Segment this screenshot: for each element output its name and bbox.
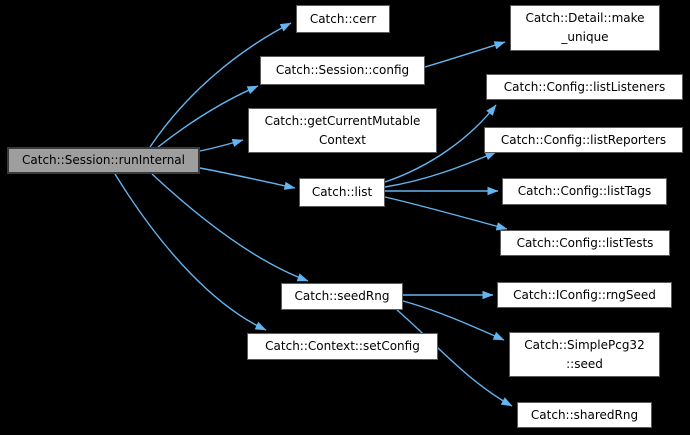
node-cerr[interactable]: Catch::cerr bbox=[296, 5, 390, 33]
node-simplepcg32-seed[interactable]: Catch::SimplePcg32 ::seed bbox=[509, 332, 660, 377]
edge-runinternal-getctx bbox=[199, 138, 244, 152]
edge-runinternal-cerr bbox=[149, 22, 292, 148]
node-config-list-tests[interactable]: Catch::Config::listTests bbox=[500, 230, 670, 256]
node-config-list-tags[interactable]: Catch::Config::listTags bbox=[502, 178, 667, 205]
node-shared-rng[interactable]: Catch::sharedRng bbox=[517, 402, 652, 428]
node-config-list-reporters[interactable]: Catch::Config::listReporters bbox=[484, 127, 683, 153]
edge-config-makeunique bbox=[424, 41, 506, 68]
edge-runinternal-setconfig bbox=[114, 173, 267, 331]
edge-list-listtests bbox=[384, 196, 508, 231]
edge-runinternal-seedrng bbox=[151, 173, 309, 282]
node-list[interactable]: Catch::list bbox=[299, 178, 385, 207]
edge-seedrng-pcg32seed bbox=[402, 300, 505, 341]
node-config-list-listeners[interactable]: Catch::Config::listListeners bbox=[486, 74, 683, 100]
edge-runinternal-config bbox=[157, 85, 259, 148]
node-iconfig-rng-seed[interactable]: Catch::IConfig::rngSeed bbox=[497, 282, 672, 308]
node-session-runinternal[interactable]: Catch::Session::runInternal bbox=[7, 147, 200, 174]
node-detail-make-unique[interactable]: Catch::Detail::make _unique bbox=[510, 5, 660, 51]
node-context-set-config[interactable]: Catch::Context::setConfig bbox=[247, 333, 438, 360]
node-seed-rng[interactable]: Catch::seedRng bbox=[281, 283, 403, 310]
node-session-config[interactable]: Catch::Session::config bbox=[260, 56, 425, 85]
edge-list-listreporters bbox=[384, 151, 497, 188]
edge-seedrng-sharedrng bbox=[396, 309, 513, 407]
edge-list-listlisteners bbox=[384, 104, 497, 183]
edge-runinternal-list bbox=[199, 167, 296, 190]
node-get-current-mutable-context[interactable]: Catch::getCurrentMutable Context bbox=[248, 108, 437, 153]
